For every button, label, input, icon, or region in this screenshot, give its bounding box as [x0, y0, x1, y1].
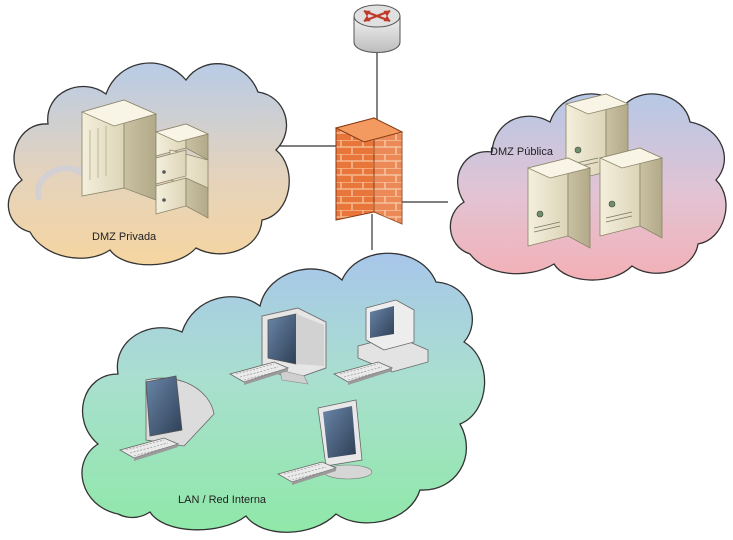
server-icon [80, 99, 158, 201]
workstation-icon [333, 299, 429, 386]
firewall-icon [334, 117, 404, 225]
router-icon [353, 4, 401, 53]
zone-label-dmz-public: DMZ Pública [490, 146, 554, 158]
workstation-icon [119, 375, 215, 462]
lan-workstations [119, 299, 429, 486]
zone-label-lan: LAN / Red Interna [178, 494, 267, 506]
cloud-lan [81, 252, 486, 533]
server-rack-private [80, 99, 210, 219]
server-icon [154, 123, 210, 219]
links [278, 52, 448, 250]
workstation-icon [277, 399, 373, 486]
server-icon [599, 147, 663, 239]
zone-label-dmz-private: DMZ Privada [92, 231, 157, 243]
server-icon [527, 157, 591, 249]
